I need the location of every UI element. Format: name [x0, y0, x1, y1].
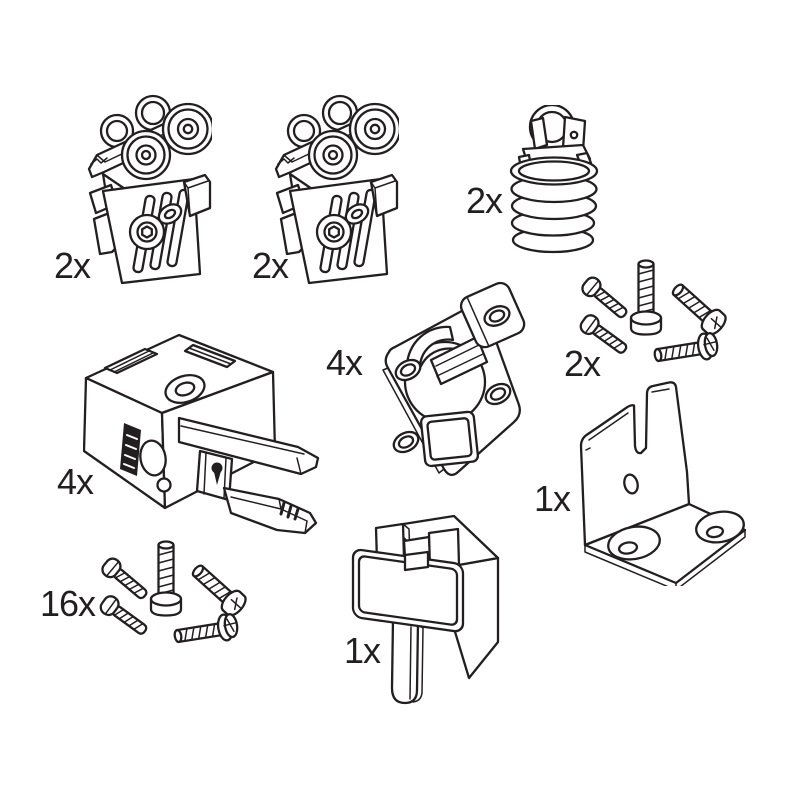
stop-block-quantity: 1x [344, 630, 381, 671]
guide-roller-drawing [507, 105, 607, 257]
guide-roller-quantity: 2x [466, 180, 503, 221]
stop-block-drawing [347, 511, 539, 709]
suspension-block-quantity: 4x [57, 461, 94, 502]
screw-set-small-drawing [578, 252, 746, 370]
screw-set-large-quantity: 16x [40, 583, 96, 624]
roller-carriage-2-quantity: 2x [252, 245, 289, 286]
roller-carriage-1-quantity: 2x [54, 245, 91, 286]
roller-carriage-2-drawing [271, 92, 399, 290]
angle-bracket-quantity: 1x [534, 478, 571, 519]
mounting-plate-quantity: 4x [326, 342, 363, 383]
screw-set-small-quantity: 2x [564, 343, 601, 384]
roller-carriage-1-drawing [84, 92, 212, 290]
angle-bracket-drawing [577, 380, 749, 586]
suspension-block-drawing [83, 327, 323, 539]
mounting-plate-drawing [373, 280, 528, 490]
screw-set-large-drawing [98, 533, 266, 651]
